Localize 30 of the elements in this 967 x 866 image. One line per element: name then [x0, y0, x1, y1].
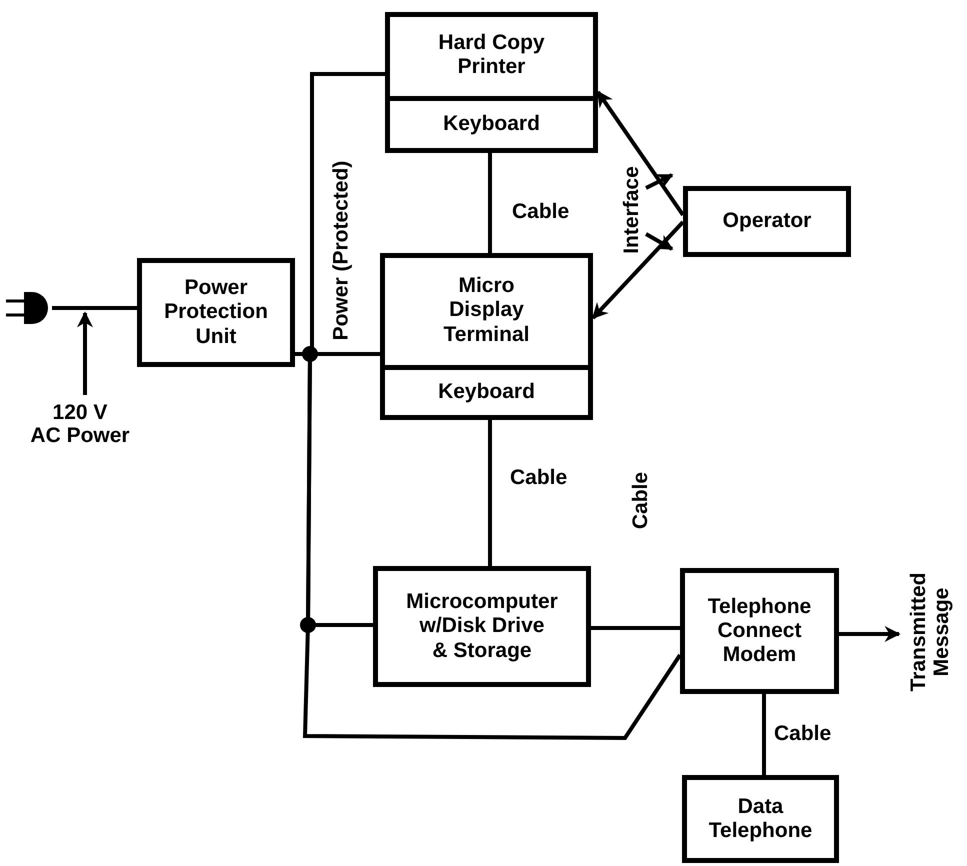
process-box	[385, 12, 598, 153]
process-box	[680, 568, 839, 694]
connector-line	[488, 420, 492, 566]
box-label: Operator	[722, 209, 812, 234]
arrow	[596, 90, 685, 216]
box-label: Hard Copy Printer	[438, 30, 545, 80]
box-label: Power Protection Unit	[164, 276, 268, 349]
box-label: Micro Display Terminal	[444, 274, 530, 347]
box-label: Keyboard	[443, 112, 540, 137]
box-label: Data Telephone	[708, 794, 812, 844]
box-label: Telephone Connect Modem	[708, 594, 812, 668]
node-label: 120 V AC Power	[15, 395, 145, 453]
connector-line	[591, 626, 680, 630]
box-label: Microcomputer w/Disk Drive & Storage	[406, 590, 558, 663]
leader-arrow	[645, 173, 674, 190]
process-box	[137, 258, 295, 367]
arrow	[77, 311, 93, 395]
node-label: Transmitted Message	[903, 552, 957, 712]
arrow	[592, 220, 684, 320]
connector-line	[762, 694, 766, 775]
process-box	[380, 253, 593, 420]
connector-line	[488, 153, 492, 253]
process-box	[373, 566, 591, 687]
process-box	[682, 775, 839, 863]
leader-arrow	[645, 232, 674, 251]
process-box	[683, 186, 851, 257]
node-label: Interface	[619, 150, 645, 270]
box-label: Keyboard	[438, 380, 535, 405]
connector-line	[52, 306, 137, 310]
arrow	[839, 626, 901, 642]
